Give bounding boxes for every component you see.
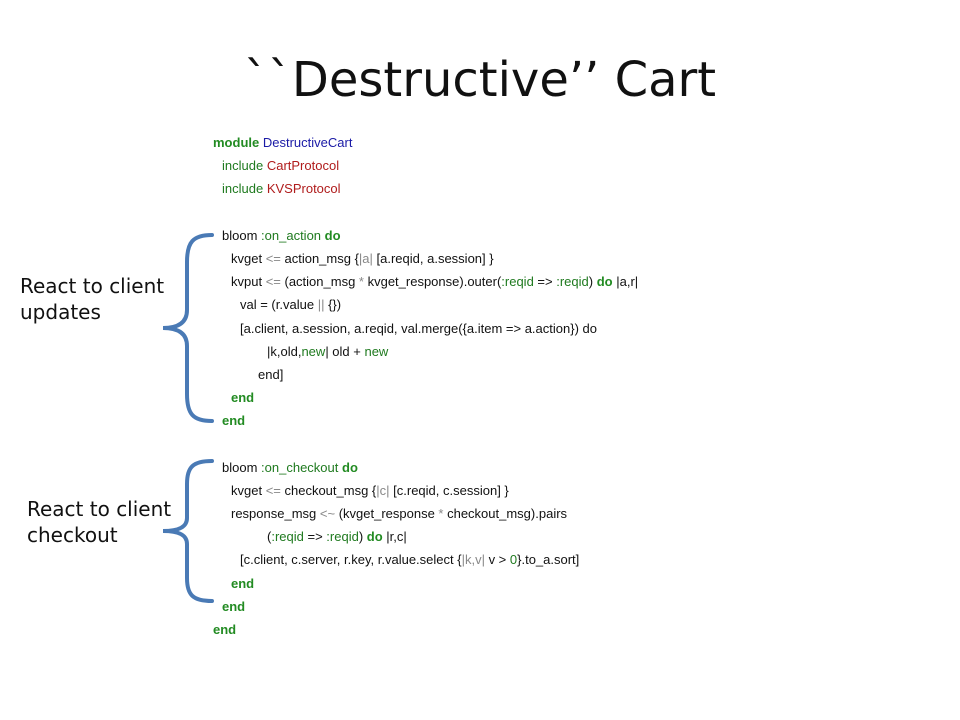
code-line: end bbox=[213, 409, 953, 432]
code-line: [c.client, c.server, r.key, r.value.sele… bbox=[213, 548, 953, 571]
code-token: ( bbox=[267, 529, 272, 545]
code-token: :reqid bbox=[271, 529, 304, 545]
code-token: * bbox=[358, 274, 364, 290]
code-token: end bbox=[213, 621, 237, 637]
code-token: <~ bbox=[319, 506, 336, 521]
label-client-checkout-line-2: checkout bbox=[27, 523, 118, 547]
code-line: end bbox=[213, 618, 953, 641]
label-client-updates-line-1: React to client bbox=[20, 274, 165, 298]
code-token: |k,v| bbox=[461, 552, 485, 568]
code-token: bloom bbox=[222, 459, 262, 475]
code-line bbox=[213, 201, 953, 224]
code-line: [a.client, a.session, a.reqid, val.merge… bbox=[213, 317, 953, 340]
code-token: ) bbox=[588, 274, 597, 290]
code-token: include bbox=[222, 158, 264, 174]
code-token: do bbox=[324, 227, 341, 243]
code-token: end] bbox=[258, 366, 284, 382]
code-token: module bbox=[213, 135, 260, 150]
code-token: }.to_a.sort] bbox=[517, 552, 580, 568]
slide-title: ``Destructive’’ Cart bbox=[243, 52, 717, 108]
code-line: end bbox=[213, 572, 953, 595]
code-token: (action_msg bbox=[280, 274, 359, 290]
code-line: kvput <= (action_msg * kvget_response).o… bbox=[213, 270, 953, 293]
code-token: do bbox=[342, 459, 358, 475]
code-line: end bbox=[213, 386, 953, 409]
code-line: include CartProtocol bbox=[213, 154, 953, 177]
code-token: end bbox=[222, 413, 246, 429]
code-token: [a.client, a.session, a.reqid, val.merge… bbox=[240, 320, 597, 336]
code-line: kvget <= action_msg {|a| [a.reqid, a.ses… bbox=[213, 247, 953, 270]
label-client-updates-line-2: updates bbox=[20, 300, 101, 324]
code-token: * bbox=[438, 506, 444, 521]
code-token: end bbox=[222, 598, 246, 614]
code-line: module DestructiveCart bbox=[213, 131, 953, 154]
code-line: val = (r.value || {}) bbox=[213, 293, 953, 316]
code-token: :reqid bbox=[556, 274, 589, 290]
code-token: 0 bbox=[509, 552, 518, 568]
code-token: <= bbox=[265, 482, 281, 498]
code-token: => bbox=[533, 274, 557, 290]
code-line: include KVSProtocol bbox=[213, 177, 953, 200]
brace-checkout-path bbox=[162, 459, 214, 603]
code-token: || bbox=[317, 297, 325, 313]
code-token: |r,c| bbox=[382, 529, 407, 545]
code-token: new bbox=[301, 343, 326, 359]
code-token: end bbox=[231, 575, 255, 591]
code-token: do bbox=[366, 529, 383, 545]
code-token: |k,old, bbox=[267, 343, 302, 359]
code-line bbox=[213, 432, 953, 455]
code-line: end] bbox=[213, 363, 953, 386]
code-line: kvget <= checkout_msg {|c| [c.reqid, c.s… bbox=[213, 479, 953, 502]
code-token: |a| bbox=[358, 250, 373, 266]
code-token: (kvget_response bbox=[335, 506, 439, 521]
code-token: KVSProtocol bbox=[266, 181, 341, 197]
code-token: [a.reqid, a.session] } bbox=[372, 250, 494, 266]
code-token: => bbox=[303, 529, 327, 545]
code-token: ) bbox=[358, 529, 367, 545]
code-token: checkout_msg).pairs bbox=[443, 506, 568, 521]
label-client-checkout-line-1: React to client bbox=[27, 497, 172, 521]
brace-updates bbox=[162, 233, 214, 423]
code-token: :on_action bbox=[261, 227, 322, 243]
code-token: do bbox=[596, 274, 613, 290]
brace-checkout bbox=[162, 459, 214, 603]
code-token: :reqid bbox=[501, 274, 534, 290]
code-line: end bbox=[213, 595, 953, 618]
code-token: <= bbox=[265, 250, 281, 266]
code-token: end bbox=[231, 390, 255, 406]
code-token: {}) bbox=[324, 297, 342, 313]
code-token: [c.client, c.server, r.key, r.value.sele… bbox=[240, 552, 462, 568]
code-token: include bbox=[222, 181, 264, 197]
code-line: bloom :on_checkout do bbox=[213, 456, 953, 479]
code-token: [c.reqid, c.session] } bbox=[389, 482, 509, 498]
code-token: kvget bbox=[231, 482, 266, 498]
brace-updates-path bbox=[162, 233, 214, 423]
code-token: checkout_msg { bbox=[280, 482, 377, 498]
code-token: |a,r| bbox=[612, 274, 639, 290]
code-line: bloom :on_action do bbox=[213, 224, 953, 247]
code-line: response_msg <~ (kvget_response * checko… bbox=[213, 502, 953, 525]
code-token: new bbox=[364, 343, 389, 359]
code-token: :reqid bbox=[326, 529, 359, 545]
code-token: bloom bbox=[222, 227, 262, 243]
code-token: DestructiveCart bbox=[262, 135, 353, 150]
code-token: response_msg bbox=[231, 506, 320, 521]
code-token: kvget_response).outer( bbox=[363, 274, 502, 290]
code-token: v > bbox=[484, 552, 510, 568]
code-token: | old + bbox=[325, 343, 365, 359]
label-client-checkout: React to client checkout bbox=[27, 496, 171, 548]
code-token: :on_checkout bbox=[261, 459, 339, 475]
code-token: <= bbox=[265, 274, 281, 290]
code-line: (:reqid => :reqid) do |r,c| bbox=[213, 525, 953, 548]
code-token: kvput bbox=[231, 274, 266, 290]
code-line: |k,old,new| old + new bbox=[213, 340, 953, 363]
label-client-updates: React to client updates bbox=[20, 273, 164, 325]
code-token: val = (r.value bbox=[240, 297, 318, 313]
code-token: |c| bbox=[376, 482, 390, 498]
code-token: kvget bbox=[231, 250, 266, 266]
code-token: action_msg { bbox=[280, 250, 359, 266]
code-token: CartProtocol bbox=[266, 158, 340, 174]
